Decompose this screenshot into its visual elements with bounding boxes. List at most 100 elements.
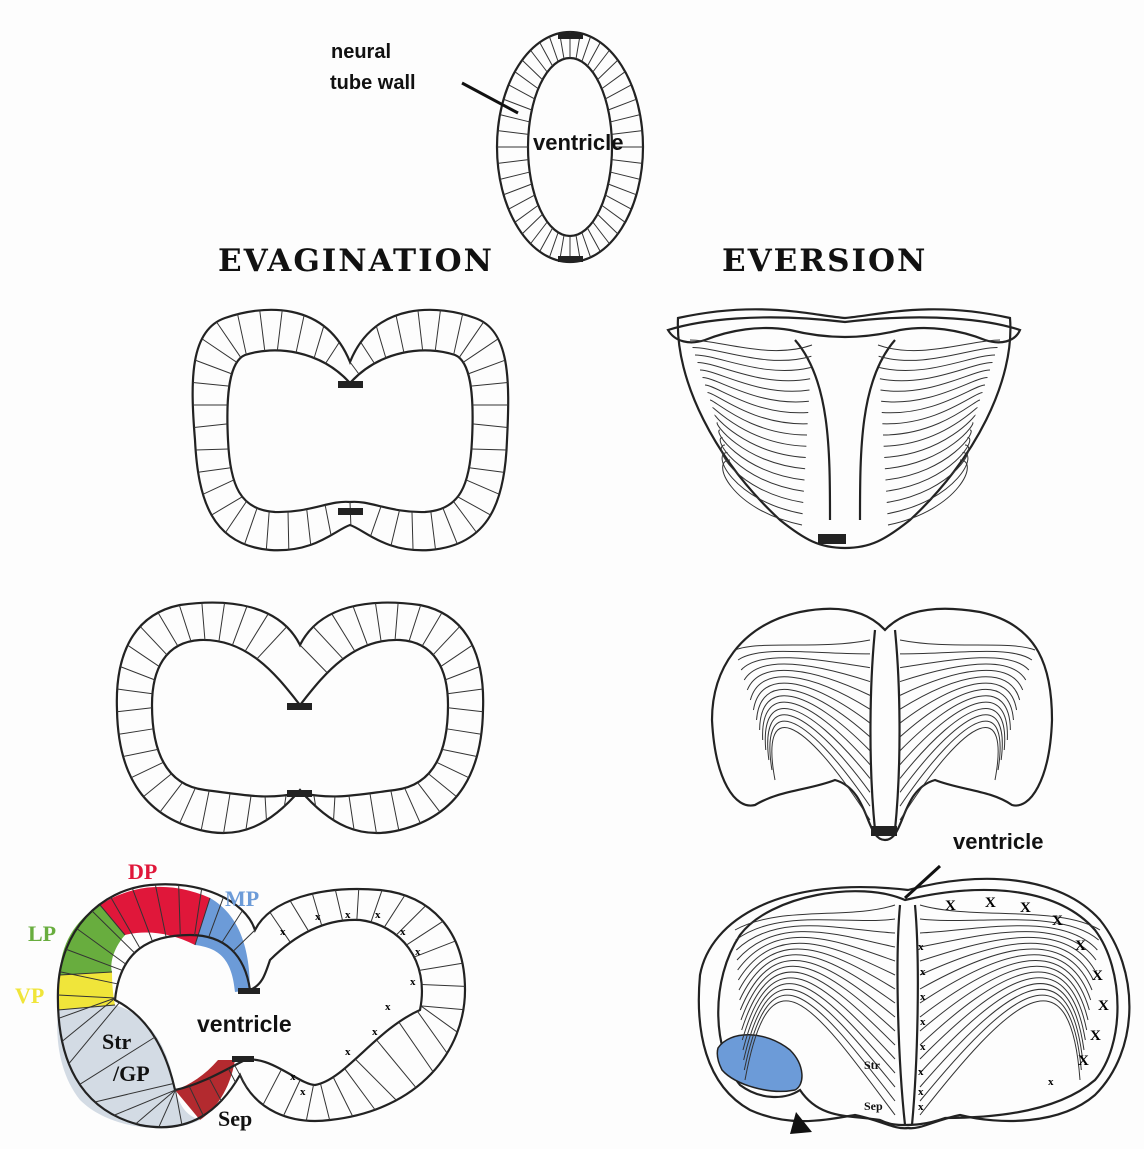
tube-cell-line [587, 42, 600, 66]
tube-cell-line [500, 172, 530, 179]
ever1-ventricle-gap [795, 340, 895, 520]
tube-cell-line [509, 85, 535, 99]
evag2-cell-line [418, 783, 440, 812]
tube-cell-line [598, 60, 618, 80]
vp-label: VP [15, 983, 44, 1008]
evag1-cell-line [361, 342, 375, 363]
ever2-fiber [900, 683, 1017, 723]
tube-cell-line [549, 37, 558, 62]
eversion-stage-2 [712, 609, 1052, 840]
evagination-stage-1 [193, 310, 509, 550]
x-mark: x [345, 1046, 351, 1058]
ever2-fiber [768, 715, 870, 792]
evag2-cell-line [245, 614, 268, 651]
tube-cell-line [587, 228, 600, 252]
evag2-cell-line [180, 788, 196, 823]
tube-cell-line [610, 172, 640, 179]
evag1-cell-line [431, 511, 436, 549]
ever2-inner-wall [870, 630, 899, 830]
evag1-cell-line [266, 511, 269, 549]
evag1-cell-line [468, 360, 505, 374]
evag1-cell-line [325, 505, 331, 535]
evag2-cell-line [117, 689, 152, 694]
ever2-fiber [900, 708, 1005, 778]
evag3-cell-line [357, 889, 359, 920]
evag1-cell-line [245, 508, 258, 544]
ever2-radial-fibers [735, 640, 1035, 820]
evag1-cell-line [277, 310, 282, 350]
evag2-cell-line [128, 645, 160, 666]
ever1-fiber [721, 445, 803, 503]
evag2-cell-line [140, 626, 167, 654]
ever2-fiber [747, 670, 870, 695]
evagination-stage-3 [57, 884, 465, 1128]
evag1-floor [338, 508, 363, 515]
evag2-cell-line [160, 783, 182, 812]
evag1-cell-line [325, 342, 339, 363]
neural-label-line1: neural [331, 41, 391, 63]
x-mark: x [280, 926, 286, 938]
ever3-fiber [736, 919, 895, 940]
x-mark: x [345, 909, 351, 921]
evag1-cell-line [458, 497, 491, 515]
ever1-floor [818, 534, 846, 544]
evag1-cell-line [371, 506, 381, 536]
x-mark-large: X [1090, 1028, 1101, 1044]
evag1-cell-line [202, 339, 237, 363]
evag1-cell-line [412, 512, 413, 550]
evag1-cell-line [391, 510, 399, 545]
x-mark-large: X [1052, 913, 1063, 929]
evag1-cell-line [260, 310, 265, 351]
mp-label: MP [225, 886, 259, 911]
evag2-cell-line [445, 667, 479, 680]
evag2-cell-lines [117, 603, 483, 833]
x-mark: x [918, 941, 924, 953]
ever2-fiber [741, 658, 870, 670]
evag1-cell-line [193, 383, 229, 387]
evag2-cell-line [201, 791, 209, 831]
ever3-fiber [920, 919, 1099, 940]
tube-cell-line [602, 205, 625, 222]
ever2-fiber [900, 689, 1013, 736]
x-mark: x [918, 1066, 924, 1078]
evag2-cell-line [265, 796, 266, 820]
tube-cell-line [504, 184, 532, 195]
evag1-cell-line [217, 322, 241, 358]
evag2-roof [287, 703, 312, 710]
ever2-fiber [900, 640, 1035, 650]
sep-label: Sep [218, 1106, 252, 1131]
evag1-cell-line [435, 310, 440, 351]
evag3-cell-line [333, 1077, 352, 1116]
evag1-cell-line [225, 501, 246, 532]
evag1-cell-line [288, 512, 289, 550]
ever3-blue-region [717, 1035, 802, 1092]
evag1-cell-line [469, 468, 504, 473]
ever1-fiber [884, 415, 975, 458]
evag2-cell-line [300, 645, 327, 673]
evag2-cell-line [131, 762, 163, 777]
x-mark: x [920, 1041, 926, 1053]
evag1-cell-line [196, 449, 229, 450]
evag3-floor [232, 1056, 254, 1062]
eversion-stage-1 [668, 309, 1020, 548]
evag2-cell-line [143, 774, 171, 797]
ever2-fiber [750, 677, 870, 709]
arrowhead-marker [790, 1112, 812, 1134]
evag2-outer-wall [117, 603, 483, 833]
evag1-cell-line [195, 360, 232, 374]
evag2-cell-line [332, 614, 355, 651]
neural-label-line2: tube wall [330, 72, 416, 94]
evag1-cell-line [453, 501, 476, 532]
ever3-midline [898, 905, 918, 1125]
evag1-cell-line [296, 315, 304, 352]
x-mark: x [315, 911, 321, 923]
x-mark: x [920, 1016, 926, 1028]
x-mark: x [385, 1001, 391, 1013]
evag2-cell-line [117, 708, 152, 712]
evag2-cell-line [391, 791, 399, 831]
x-mark: x [415, 946, 421, 958]
evag2-cell-line [119, 729, 154, 734]
tube-cell-line [540, 42, 553, 66]
evag3-cell-line [421, 1006, 464, 1010]
evag1-cell-line [473, 424, 508, 428]
